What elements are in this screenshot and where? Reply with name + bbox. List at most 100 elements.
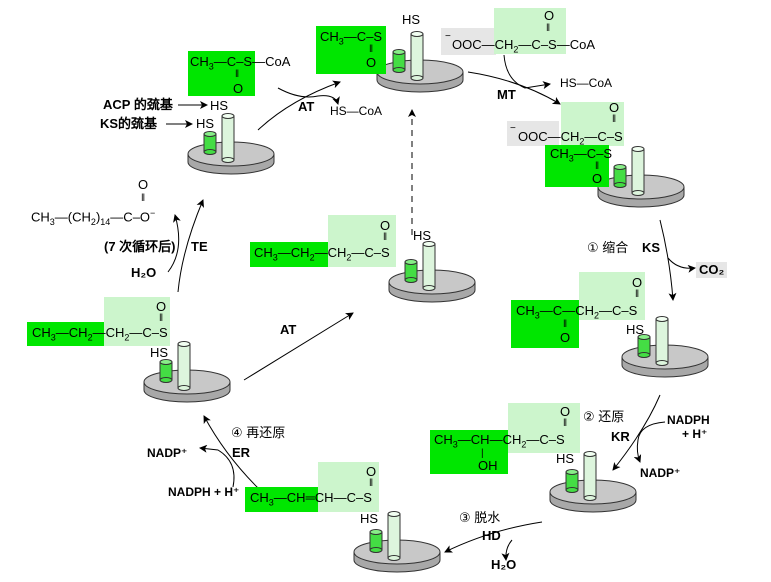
double-bond: ‖ (563, 418, 568, 429)
hydroxyl-group: OH (478, 458, 498, 473)
crotonyl-formula: CH3—CH═CH—C–S (250, 490, 372, 508)
carbonyl-oxygen: O (632, 275, 643, 290)
palmitate-formula: CH3—(CH2)14—C–O− (31, 208, 156, 227)
ks-thiol-label: KS的巯基 (100, 116, 158, 131)
h-plus-kr: + H⁺ (682, 427, 708, 441)
nadph-kr: NADPH (667, 413, 710, 427)
arrow-er-reduction (203, 415, 259, 489)
enzyme-complex-butyryl-transferred (388, 241, 476, 303)
enzyme-at-mid[interactable]: AT (280, 322, 297, 337)
acetyl-coa-formula: CH3—C–S—CoA (190, 54, 291, 72)
step1-label: ① 缩合 (587, 240, 629, 255)
carbonyl-oxygen: O (366, 464, 377, 479)
enzyme-ks[interactable]: KS (642, 240, 661, 255)
butyryl-highlight-light-mid (328, 215, 396, 267)
hydroxyl-bond: | (481, 448, 484, 459)
acetoacetyl-malonyl-highlight (579, 272, 645, 320)
acetyl-ks-formula: CH3—C–S (320, 29, 383, 47)
double-bond: ‖ (546, 23, 551, 34)
arrow-hs-coa-release-top (277, 87, 340, 105)
malonyl-on-acp-highlight (561, 102, 624, 146)
arrow-h2o-release (501, 539, 513, 561)
carbonyl-oxygen: O (380, 218, 391, 233)
crotonyl-highlight-dark (245, 487, 318, 512)
arrow-nadph-kr (633, 421, 666, 463)
ks-hs-hydroxybutyryl: HS (556, 451, 575, 466)
ks-hs-butyryl-left: HS (150, 345, 169, 360)
carbonyl-oxygen: O (592, 171, 603, 186)
double-bond: ‖ (369, 478, 374, 489)
butyryl-highlight-dark-mid (250, 242, 328, 267)
hydroxybutyryl-highlight-light (508, 403, 580, 453)
acp-hs-top: HS (402, 12, 421, 27)
acetyl-group-highlight (188, 51, 255, 96)
hs-coa-product-mt: HS—CoA (560, 76, 613, 90)
ketone-double-bond: ‖ (563, 319, 568, 330)
minus-charge: − (445, 31, 451, 42)
carboxylate-highlight-mid (507, 121, 559, 146)
malonyl-coa-formula: OOC—CH2—C–S—CoA (452, 37, 596, 55)
double-bond: ‖ (383, 232, 388, 243)
arrow-hd-dehydration (444, 521, 543, 553)
enzyme-te[interactable]: TE (191, 239, 208, 254)
carbonyl-oxygen: O (138, 177, 149, 192)
arrow-ks-condensation (659, 219, 677, 301)
arrow-h2o-te (167, 214, 181, 273)
arrow-kr-reduction (612, 394, 661, 471)
butyryl-formula-mid: CH3—CH2—CH2—C–S (254, 245, 390, 263)
carbonyl-oxygen: O (544, 8, 555, 23)
enzyme-hd[interactable]: HD (482, 528, 501, 543)
butyryl-highlight-light-left (104, 297, 170, 346)
enzyme-mt[interactable]: MT (497, 87, 516, 102)
carbonyl-oxygen: O (609, 100, 620, 115)
acp-hs-mid: HS (413, 228, 432, 243)
double-bond: ‖ (235, 69, 240, 80)
hs-coa-product-top: HS—CoA (330, 104, 383, 118)
minus-charge: − (510, 123, 516, 134)
nadp-er: NADP⁺ (147, 446, 188, 460)
double-bond: ‖ (635, 289, 640, 300)
acetoacetyl-formula: CH3—C—CH2—C–S (516, 303, 638, 321)
ks-hs: HS (196, 116, 215, 131)
butyryl-highlight-dark-left (27, 322, 104, 346)
arrow-co2-release (667, 257, 696, 273)
ketone-oxygen: O (560, 330, 571, 345)
acetoacetyl-methyl-highlight (511, 300, 579, 348)
carboxylate-highlight-top (441, 28, 496, 55)
enzyme-at-top[interactable]: AT (298, 99, 315, 114)
arrow-hs-coa-release-mt (503, 54, 551, 90)
hydroxybutyryl-formula: CH3—CH—CH2—C–S (434, 432, 565, 450)
carbonyl-oxygen: O (233, 81, 244, 96)
h2o-te: H₂O (131, 265, 157, 280)
step2-label: ② 还原 (583, 409, 625, 424)
enzyme-er[interactable]: ER (232, 445, 251, 460)
h2o-hd: H₂O (491, 557, 517, 572)
arrow-nadph-er (199, 444, 235, 488)
carbonyl-oxygen: O (560, 404, 571, 419)
acp-hs: HS (210, 98, 229, 113)
double-bond: ‖ (141, 193, 146, 204)
ks-hs-crotonyl: HS (360, 511, 379, 526)
hydroxybutyryl-highlight-dark (430, 430, 508, 474)
acetyl-on-ks-highlight (316, 26, 386, 74)
after-seven-cycles-label: (7 次循环后) (104, 239, 176, 254)
crotonyl-highlight-light (318, 462, 379, 512)
acetyl-ks-formula-mid: CH3—C–S (550, 146, 613, 164)
enzyme-kr[interactable]: KR (611, 429, 630, 444)
nadp-kr: NADP⁺ (640, 466, 681, 480)
arrow-te-release (177, 199, 204, 293)
acetyl-on-ks-highlight-mid (545, 145, 609, 187)
carbonyl-oxygen: O (156, 299, 167, 314)
ks-hs-acetoacetyl: HS (626, 322, 645, 337)
double-bond: ‖ (159, 313, 164, 324)
nadph-er: NADPH + H⁺ (168, 485, 240, 499)
malonyl-highlight-top (494, 8, 566, 54)
co2-product: CO₂ (696, 262, 728, 278)
double-bond: ‖ (595, 161, 600, 172)
arrow-mt (467, 71, 561, 105)
carbonyl-oxygen: O (366, 55, 377, 70)
arrow-at-load (257, 80, 341, 131)
butyryl-formula-left: CH3—CH2—CH2—C–S (32, 325, 168, 343)
malonyl-acp-formula: OOC—CH2—C–S (518, 129, 623, 147)
